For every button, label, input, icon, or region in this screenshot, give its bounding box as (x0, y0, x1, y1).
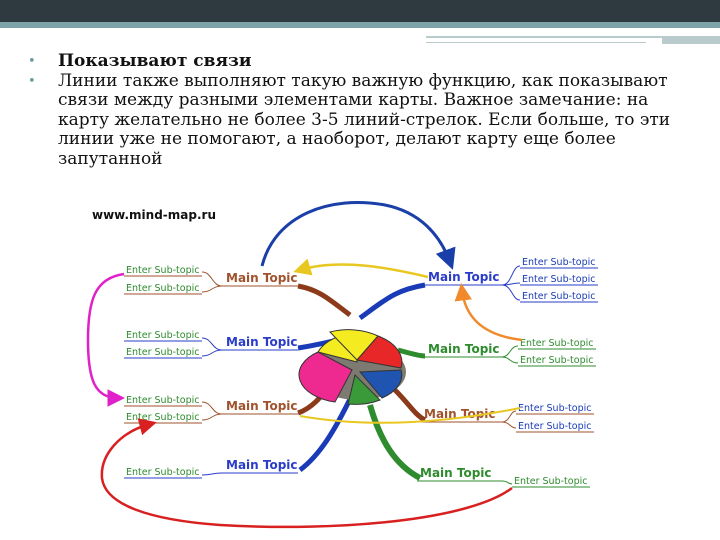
branch-right-2 (397, 347, 426, 359)
slide-top-accent (0, 22, 720, 28)
arrow-orange (454, 283, 523, 342)
slide-rule-upper (426, 36, 666, 38)
subtopic-label: Enter Sub-topic (126, 347, 199, 358)
main-topic-label: Main Topic (226, 458, 298, 472)
arrow-yellow-2 (299, 407, 521, 424)
right-main-topics: Main Topic Main Topic Main Topic Main To… (417, 270, 502, 482)
bullet-marker-icon: • (28, 54, 36, 69)
bullet-item: • Показывают связи (28, 51, 688, 72)
main-topic-label: Main Topic (424, 407, 496, 421)
main-topic-label: Main Topic (428, 342, 500, 356)
left-main-topics: Main Topic Main Topic Main Topic Main To… (222, 271, 298, 474)
branch-right-1 (358, 282, 426, 321)
slide-rule-right (662, 36, 720, 44)
arrow-yellow (293, 258, 429, 279)
subtopic-label: Enter Sub-topic (126, 412, 199, 423)
pie-chart-3d (298, 329, 406, 405)
subtopic-label: Enter Sub-topic (514, 476, 587, 487)
subtopic-label: Enter Sub-topic (126, 265, 199, 276)
source-label: www.mind-map.ru (92, 208, 216, 222)
main-topic-label: Main Topic (226, 399, 298, 413)
left-subtopics: Enter Sub-topic Enter Sub-topic Enter Su… (124, 265, 223, 479)
bullet-marker-icon: • (28, 73, 36, 89)
branch-left-4 (298, 393, 355, 472)
bullet-list: • Показывают связи • Линии также выполня… (28, 51, 688, 170)
main-topic-label: Main Topic (428, 270, 500, 284)
main-topic-label: Main Topic (420, 466, 492, 480)
subtopic-label: Enter Sub-topic (520, 338, 593, 349)
bullet-item: • Линии также выполняют такую важную фун… (28, 70, 688, 170)
slide-top-bar (0, 0, 720, 22)
pie-slice-magenta (298, 351, 353, 403)
arrow-blue (260, 201, 456, 270)
right-subtopics: Enter Sub-topic Enter Sub-topic Enter Su… (501, 257, 598, 488)
subtopic-label: Enter Sub-topic (522, 257, 595, 268)
pie-slice-yellow-top (329, 329, 379, 361)
slide-rule-lower (426, 42, 646, 43)
subtopic-label: Enter Sub-topic (522, 291, 595, 302)
bullet-text: Показывают связи (58, 51, 252, 71)
pie-slice-blue (358, 369, 403, 399)
subtopic-label: Enter Sub-topic (126, 330, 199, 341)
pie-slice-green (347, 374, 381, 405)
subtopic-label: Enter Sub-topic (518, 421, 591, 432)
subtopic-label: Enter Sub-topic (518, 403, 591, 414)
relationship-arrows (86, 201, 523, 529)
subtopic-label: Enter Sub-topic (126, 467, 199, 478)
subtopic-label: Enter Sub-topic (126, 283, 199, 294)
main-topic-label: Main Topic (226, 271, 298, 285)
branch-right-3 (393, 388, 427, 423)
subtopic-label: Enter Sub-topic (126, 395, 199, 406)
branch-right-4 (367, 404, 422, 481)
subtopic-label: Enter Sub-topic (520, 355, 593, 366)
arrow-red (100, 418, 513, 529)
pie-slice-red (356, 335, 403, 369)
bullet-text: Линии также выполняют такую важную функц… (58, 70, 671, 169)
arrow-magenta (86, 272, 125, 407)
subtopic-label: Enter Sub-topic (522, 274, 595, 285)
branch-left-1 (297, 283, 352, 317)
main-topic-label: Main Topic (226, 335, 298, 349)
